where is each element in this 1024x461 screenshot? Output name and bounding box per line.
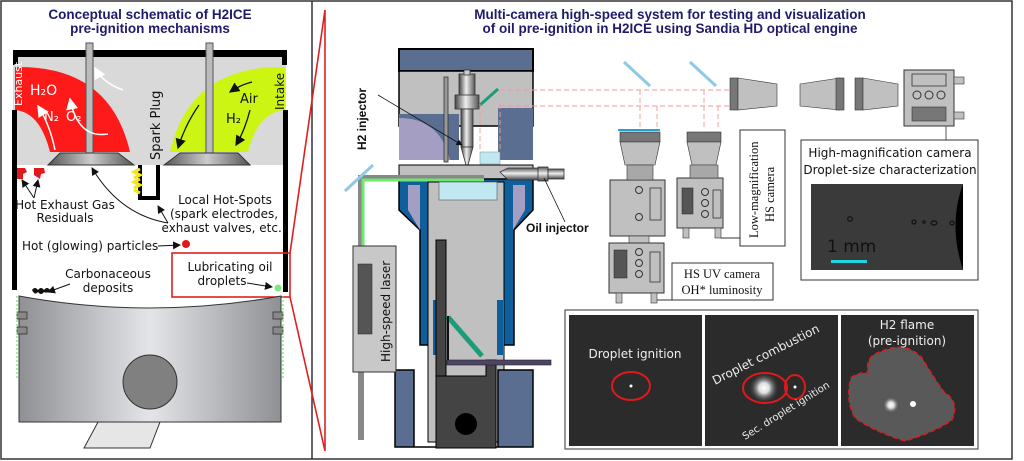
hot-exhaust-label-2: Residuals (37, 211, 94, 225)
image-h2-flame: H2 flame (pre-ignition) (841, 315, 974, 446)
connecting-rod (83, 421, 161, 449)
air-label: Air (240, 92, 259, 107)
cylinder-wall-left (12, 110, 17, 290)
carbon-deposit (32, 288, 50, 294)
scale-bar (831, 260, 867, 263)
lub-oil-label-2: droplets (198, 274, 247, 288)
spark-plug-label: Spark Plug (149, 91, 164, 160)
image-3-label-1: H2 flame (880, 318, 934, 332)
left-title-line1: Conceptual schematic of H2ICE (48, 7, 251, 22)
combustion-circle (742, 372, 788, 404)
droplet-image: 1 mm (811, 184, 963, 270)
spark-icon (130, 167, 144, 195)
bottom-mirror (446, 315, 484, 358)
beam-splitter-2 (688, 60, 718, 88)
piston-ring (272, 326, 284, 335)
exhaust-valve-stem (85, 42, 94, 156)
hot-residual-blob (17, 168, 27, 179)
hot-exhaust-label-1: Hot Exhaust Gas (15, 198, 115, 212)
engine-mirror (479, 87, 499, 107)
carbon-label-2: deposits (83, 281, 134, 295)
left-title-line2: pre-ignition mechanisms (70, 21, 230, 36)
intake-port (170, 66, 285, 152)
uv-camera-label-2: OH* luminosity (682, 283, 764, 297)
image-3-label-2: (pre-ignition) (868, 334, 946, 348)
piston (16, 295, 284, 449)
hot-spots-label-2: (spark electrodes, (170, 207, 278, 221)
lub-oil-label-1: Lubricating oil (187, 260, 272, 274)
piston-window (438, 181, 498, 201)
image-droplet-combustion: Droplet combustion Sec. droplet ignition (705, 315, 838, 446)
optical-engine (394, 48, 552, 449)
n2-label: N₂ (44, 110, 59, 125)
oil-injector-label: Oil injector (526, 221, 589, 235)
uv-camera-box (671, 262, 774, 301)
image-droplet-ignition: Droplet ignition (569, 315, 702, 446)
lens-pair-2 (799, 77, 899, 111)
low-mag-label-2: HS camera (763, 166, 777, 222)
engine-valve (443, 76, 449, 163)
h2-injector-label: H2 injector (355, 88, 369, 150)
high-speed-laser: High-speed laser (352, 245, 397, 373)
piston-pin (122, 354, 178, 410)
low-mag-camera (676, 131, 724, 239)
o2-label: O₂ (66, 110, 81, 125)
hot-residual-blob (34, 168, 45, 179)
optical-paths (479, 89, 730, 152)
h2-label: H₂ (226, 112, 241, 127)
flame-outline (848, 346, 956, 442)
oil-droplet-highlight-box (171, 252, 291, 298)
h2o-label: H₂O (30, 83, 57, 99)
piston-ring (16, 311, 28, 320)
uv-camera (608, 129, 666, 304)
oil-injector (499, 166, 565, 182)
right-title-line1: Multi-camera high-speed system for testi… (474, 7, 866, 22)
zoom-wedge (289, 9, 326, 452)
mirror-mount (446, 359, 552, 366)
carbon-label-1: Carbonaceous (65, 267, 151, 281)
intake-valve-head (162, 152, 252, 166)
spark-electrode (138, 165, 160, 200)
ignition-circle (611, 371, 651, 401)
beam-splitter-1 (622, 60, 652, 88)
secondary-ignition-circle (784, 374, 806, 400)
left-panel: Conceptual schematic of H2ICE pre-igniti… (12, 7, 326, 452)
cylinder-wall-right (283, 110, 288, 292)
laser-mirror (343, 163, 375, 193)
low-mag-box (739, 129, 786, 247)
exhaust-valve-head (46, 152, 136, 166)
hot-spots-label-1: Local Hot-Spots (178, 193, 272, 207)
high-mag-label-1: High-magnification camera (808, 146, 971, 160)
cylinder-head: Exhaust H₂O N₂ O₂ Spark Plug Air H₂ Inta… (12, 42, 287, 166)
laser-label: High-speed laser (379, 261, 393, 362)
right-panel: Multi-camera high-speed system for testi… (343, 7, 979, 450)
hot-particle (182, 240, 190, 248)
exhaust-label: Exhaust (12, 61, 25, 106)
lens-pair-1 (729, 77, 778, 111)
scale-bar-label: 1 mm (827, 237, 876, 257)
high-mag-camera (903, 69, 965, 140)
hot-particles-label: Hot (glowing) particles (22, 239, 158, 253)
uv-camera-label-1: HS UV camera (684, 267, 761, 281)
hot-spots-label-3: exhaust valves, etc.) (162, 221, 287, 235)
piston-ring (272, 311, 284, 320)
crankshaft (455, 413, 477, 435)
intake-valve-stem (205, 42, 214, 156)
piston-ring (16, 326, 28, 335)
image-1-label: Droplet ignition (589, 347, 682, 361)
oil-droplet (274, 284, 282, 292)
low-mag-label-1: Low-magnification (747, 141, 761, 238)
right-title-line2: of oil pre-ignition in H2ICE using Sandi… (482, 21, 858, 36)
intake-label: Intake (273, 73, 287, 110)
high-mag-label-2: Droplet-size characterization (803, 163, 976, 177)
